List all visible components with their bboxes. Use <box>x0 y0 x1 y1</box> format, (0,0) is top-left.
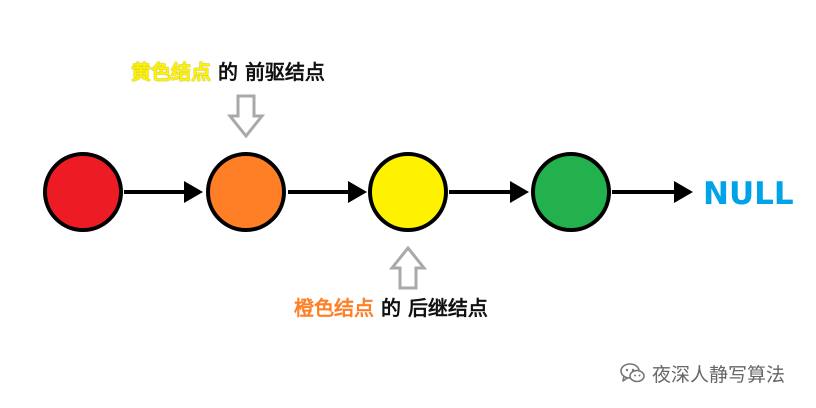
null-arrow <box>612 181 693 203</box>
node-orange <box>206 152 286 232</box>
pointer-arrow-down <box>226 94 266 139</box>
link-arrow <box>288 181 367 203</box>
annotation-connector: 的 <box>374 296 408 320</box>
successor-annotation: 橙色结点 的 后继结点 <box>294 296 488 320</box>
watermark: 夜深人静写算法 <box>620 360 785 386</box>
watermark-text: 夜深人静写算法 <box>652 363 786 386</box>
orange-node-label: 橙色结点 <box>294 296 374 320</box>
wechat-icon <box>620 363 645 383</box>
node-yellow <box>368 152 448 232</box>
yellow-node-label: 黄色结点 <box>131 60 211 84</box>
link-arrow <box>449 181 529 203</box>
null-label: NULL <box>703 176 794 212</box>
node-red <box>43 152 123 232</box>
predecessor-annotation: 黄色结点 的 前驱结点 <box>131 60 325 84</box>
predecessor-text: 前驱结点 <box>244 60 325 84</box>
node-green <box>531 152 611 232</box>
annotation-connector: 的 <box>211 60 245 84</box>
link-arrow <box>124 181 203 203</box>
successor-text: 后继结点 <box>407 296 488 320</box>
pointer-arrow-up <box>388 245 428 290</box>
